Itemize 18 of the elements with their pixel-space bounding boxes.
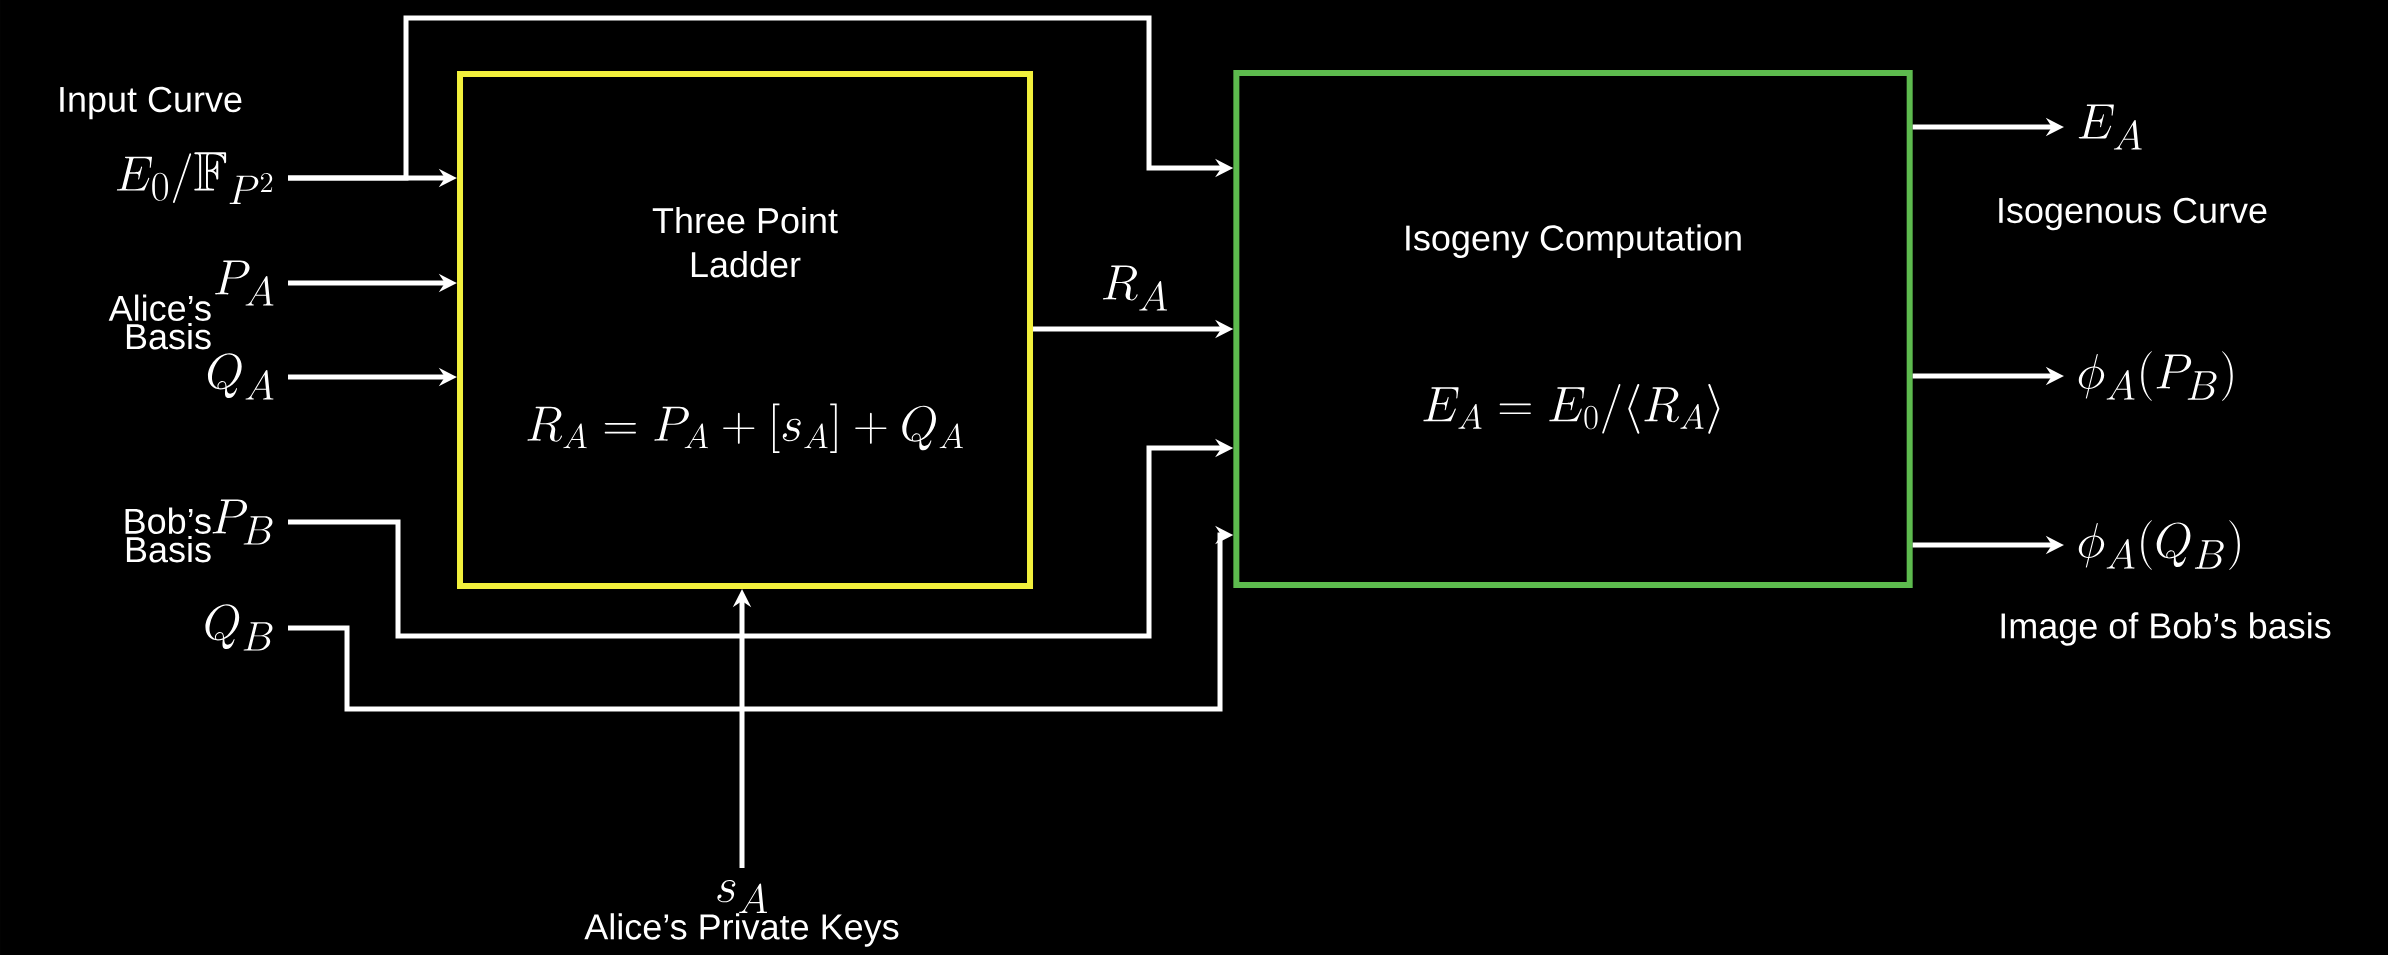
group-label: Bob’s Basis [125,507,211,563]
caption-text: Alice’s Private Keys [584,913,899,947]
input-label: $P_A$ [215,260,274,306]
caption-text: Image of Bob’s basis [2001,612,2331,646]
caption-text: Isogenous Curve [1999,197,2267,231]
input-label: $Q_A$ [207,353,274,400]
input-label: $s_A$ [717,879,768,914]
output-label: $E_A$ [2078,104,2142,150]
output-label: $\phi_A(Q_B)$ [2078,520,2240,570]
caption-text: Input Curve [60,86,242,120]
input-label: $Q_B$ [205,604,273,651]
process-box: Isogeny Computation $E_A = E_0/\langle R_A\rangle$ [1233,70,1913,588]
input-label: $E_0/\mathbb{F}_{P^2}$ [116,152,273,204]
group-label: Alice’s Basis [108,294,211,350]
edge-label: $R_A$ [1096,261,1174,315]
output-label: $\phi_A(P_B)$ [2078,351,2233,401]
input-label: $P_B$ [212,499,273,545]
process-box: Three Point Ladder $R_A = P_A + [s_A] + Q_A$ [457,71,1033,589]
